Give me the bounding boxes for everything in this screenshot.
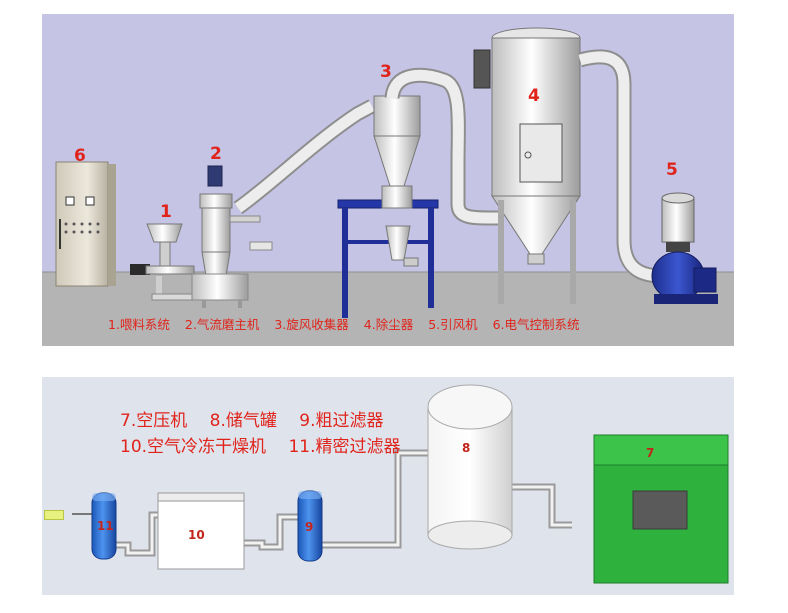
legend-item-7: 7.空压机 <box>120 411 188 431</box>
legend-item-11: 11.精密过滤器 <box>288 437 401 457</box>
bottom-diagram-drawing <box>72 384 729 584</box>
legend-item-6: 6.电气控制系统 <box>492 317 580 332</box>
label-5: 5 <box>666 160 678 180</box>
floor <box>42 272 734 346</box>
top-diagram-panel: 6 1 2 3 4 5 1.喂料系统 2.气流磨主机 3.旋风收集器 4.除尘器… <box>42 14 734 346</box>
bottom-legend-line-2: 10.空气冷冻干燥机 11.精密过滤器 <box>120 432 418 457</box>
air-compressor <box>593 434 729 584</box>
coarse-filter <box>297 490 323 562</box>
cyclone-collector <box>337 95 439 318</box>
label-1: 1 <box>160 202 172 222</box>
label-3: 3 <box>380 62 392 82</box>
unit-label-9: 9 <box>305 520 314 534</box>
label-2: 2 <box>210 144 222 164</box>
feeding-system <box>130 223 203 301</box>
bottom-legend-line-1: 7.空压机 8.储气罐 9.粗过滤器 <box>120 406 401 431</box>
dust-collector <box>473 27 581 304</box>
legend-item-10: 10.空气冷冻干燥机 <box>120 437 267 457</box>
legend-item-3: 3.旋风收集器 <box>274 317 349 332</box>
jet-mill-main-machine <box>191 165 273 308</box>
air-storage-tank <box>427 384 513 550</box>
legend-item-8: 8.储气罐 <box>209 411 277 431</box>
legend-item-2: 2.气流磨主机 <box>184 317 260 332</box>
electric-control-cabinet <box>55 161 116 287</box>
top-legend: 1.喂料系统 2.气流磨主机 3.旋风收集器 4.除尘器 5.引风机 6.电气控… <box>108 314 591 333</box>
top-diagram-drawing <box>42 27 734 346</box>
bottom-diagram-panel: 7.空压机 8.储气罐 9.粗过滤器 10.空气冷冻干燥机 11.精密过滤器 7… <box>42 377 734 595</box>
label-6: 6 <box>74 146 86 166</box>
unit-label-7: 7 <box>646 446 655 460</box>
air-freeze-dryer <box>157 492 245 570</box>
inlet-arrow-tag <box>44 510 64 520</box>
legend-item-1: 1.喂料系统 <box>108 317 170 332</box>
unit-label-11: 11 <box>97 519 114 533</box>
legend-item-9: 9.粗过滤器 <box>299 411 384 431</box>
legend-item-4: 4.除尘器 <box>363 317 414 332</box>
legend-item-5: 5.引风机 <box>428 317 478 332</box>
label-4: 4 <box>528 86 540 106</box>
precision-filter <box>91 492 117 560</box>
unit-label-10: 10 <box>188 528 205 542</box>
induced-draft-fan <box>651 192 718 304</box>
unit-label-8: 8 <box>462 441 471 455</box>
